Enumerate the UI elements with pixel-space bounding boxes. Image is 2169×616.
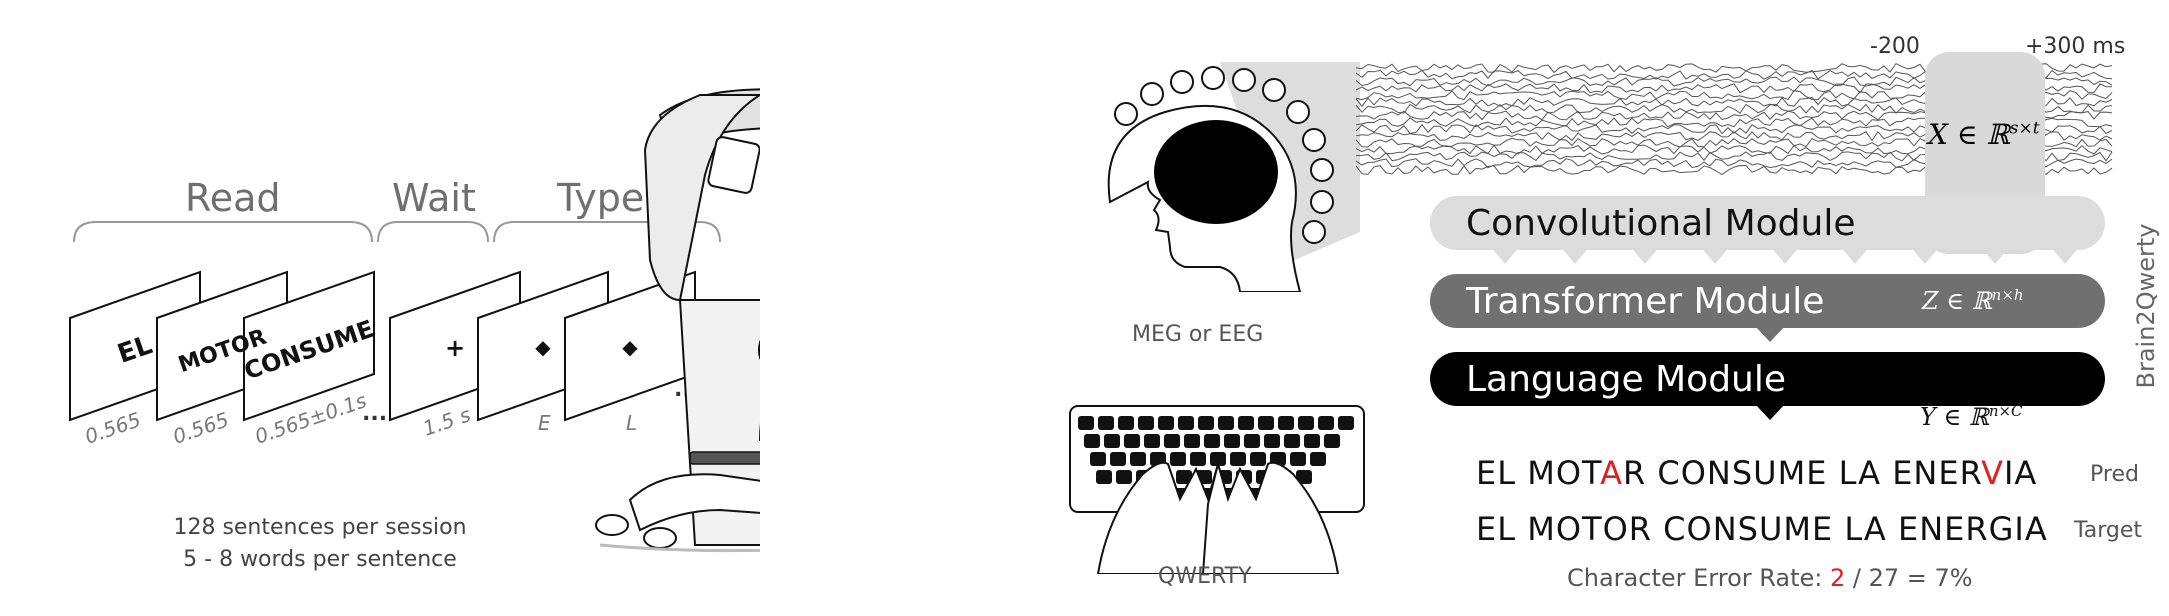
transformer-module-label: Transformer Module xyxy=(1466,280,1825,322)
keyboard-key xyxy=(1170,452,1186,466)
session-note-sentences: 128 sentences per session xyxy=(173,515,467,540)
phase-wait-label: Wait xyxy=(392,176,476,220)
keyboard-key xyxy=(1218,416,1234,430)
keyboard-key xyxy=(1278,416,1294,430)
wait-card-duration: 1.5 s xyxy=(420,402,474,441)
keyboard-key xyxy=(1264,434,1280,448)
prediction-sentence: EL MOTAR CONSUME LA ENERVIA xyxy=(1476,454,2037,492)
keyboard-illustration xyxy=(1069,405,1365,574)
pred-segment-3: IA xyxy=(2003,454,2038,492)
paradigm-diagram: EL MOTOR CONSUME 0.565 0.565 0.565±0.1s … xyxy=(69,88,760,553)
keyboard-key xyxy=(1158,416,1174,430)
keyboard-key xyxy=(1124,434,1140,448)
language-pointer xyxy=(1755,404,1785,420)
pred-error-1: A xyxy=(1600,454,1623,492)
transformer-math: Z ∈ ℝn×h xyxy=(1922,286,2024,315)
time-window-end: +300 ms xyxy=(2025,34,2126,59)
keyboard-key xyxy=(1284,434,1300,448)
head-sensor-illustration xyxy=(1070,62,1360,292)
model-name: Brain2Qwerty xyxy=(2132,223,2160,389)
keyboard-key xyxy=(1176,470,1192,484)
type-bracket xyxy=(493,221,721,243)
conv-pointers xyxy=(1490,246,2080,264)
keyboard-key xyxy=(1258,416,1274,430)
keyboard-label: QWERTY xyxy=(1158,564,1252,589)
keyboard-key xyxy=(1296,470,1312,484)
keyboard-key xyxy=(1310,452,1326,466)
transformer-module: Transformer Module xyxy=(1430,274,2105,328)
keyboard-key xyxy=(1210,452,1226,466)
keyboard-key xyxy=(1298,416,1314,430)
keyboard-key xyxy=(1204,434,1220,448)
meg-scanner-illustration xyxy=(595,88,760,553)
transformer-pointer xyxy=(1755,326,1785,342)
keyboard-key xyxy=(1078,416,1094,430)
keyboard-key xyxy=(1164,434,1180,448)
keyboard-key xyxy=(1084,434,1100,448)
keyboard-key xyxy=(1250,452,1266,466)
wait-bracket xyxy=(377,221,489,243)
keyboard-key xyxy=(1230,452,1246,466)
keyboard-key xyxy=(1290,452,1306,466)
read-ellipsis: ... xyxy=(362,401,387,426)
character-error-rate: Character Error Rate: 2 / 27 = 7% xyxy=(1567,564,1973,592)
convolutional-module: Convolutional Module xyxy=(1430,196,2105,250)
read-bracket xyxy=(73,221,373,243)
keyboard-key xyxy=(1324,434,1340,448)
pred-error-2: V xyxy=(1981,454,2004,492)
prediction-tag: Pred xyxy=(2090,462,2139,487)
session-notes: 128 sentences per session 5 - 8 words pe… xyxy=(130,512,510,576)
type-card-2-symbol: ◆ xyxy=(622,335,638,359)
keyboard-key xyxy=(1304,434,1320,448)
keyboard-key xyxy=(1224,434,1240,448)
phase-type-label: Type xyxy=(557,176,645,220)
pred-segment-1: EL MOT xyxy=(1476,454,1601,492)
keyboard-key xyxy=(1116,470,1132,484)
keyboard-key xyxy=(1096,470,1112,484)
keyboard-key xyxy=(1144,434,1160,448)
language-module: Language Module xyxy=(1430,352,2105,406)
keyboard-key xyxy=(1244,434,1260,448)
signal-math: X ∈ ℝs×t xyxy=(1928,118,2040,151)
keyboard-key xyxy=(1198,416,1214,430)
phase-read-label: Read xyxy=(185,176,281,220)
language-math: Ŷ ∈ ℝn×C xyxy=(1920,402,2023,431)
keyboard-key xyxy=(1090,452,1106,466)
pred-segment-2: R CONSUME LA ENER xyxy=(1622,454,1982,492)
keyboard-key xyxy=(1338,416,1354,430)
type-card-1-symbol: ◆ xyxy=(535,335,551,359)
keyboard-key xyxy=(1138,416,1154,430)
keyboard-key xyxy=(1098,416,1114,430)
read-card-2-duration: 0.565 xyxy=(170,407,232,448)
recording-label: MEG or EEG xyxy=(1132,322,1264,347)
type-card-2-letter: L xyxy=(626,411,637,435)
wait-card-symbol: + xyxy=(445,334,465,362)
keyboard-key xyxy=(1318,416,1334,430)
keyboard-key xyxy=(1130,452,1146,466)
brain-icon xyxy=(1154,120,1278,224)
type-card-1-letter: E xyxy=(538,411,551,435)
sensor-dots xyxy=(1114,66,1334,244)
target-tag: Target xyxy=(2074,518,2143,543)
keyboard-key xyxy=(1190,452,1206,466)
read-card-3 xyxy=(243,270,375,422)
keyboard-key xyxy=(1118,416,1134,430)
keyboard-key xyxy=(1104,434,1120,448)
keyboard-key xyxy=(1184,434,1200,448)
convolutional-module-label: Convolutional Module xyxy=(1466,202,1856,244)
target-sentence: EL MOTOR CONSUME LA ENERGIA xyxy=(1476,510,2048,548)
session-note-words: 5 - 8 words per sentence xyxy=(183,547,457,572)
keyboard-key xyxy=(1178,416,1194,430)
time-window-start: -200 xyxy=(1870,34,1920,59)
keyboard-key xyxy=(1238,416,1254,430)
keyboard-key xyxy=(1110,452,1126,466)
language-module-label: Language Module xyxy=(1466,358,1787,400)
